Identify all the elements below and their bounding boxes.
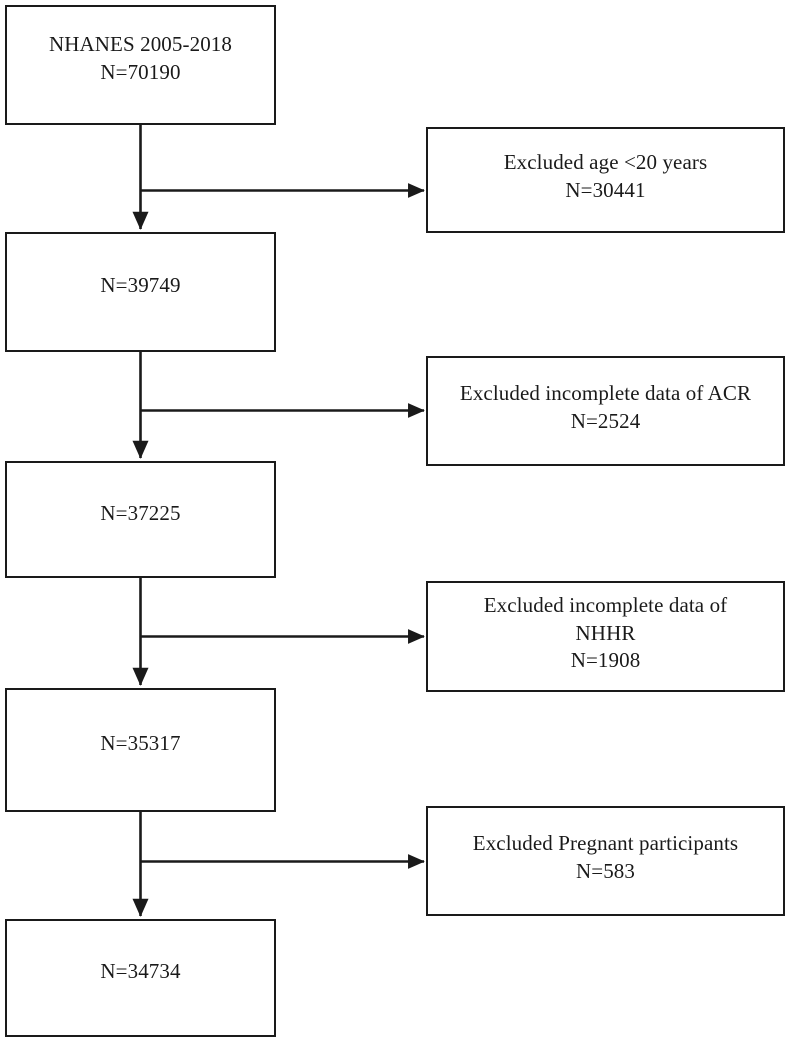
- excl-acr-line-1: Excluded incomplete data of ACR: [459, 381, 752, 406]
- connector-stage-3: [132, 578, 425, 686]
- node-after-nhhr-line-1: N=35317: [100, 731, 181, 756]
- excl-age-text: Excluded age <20 years N=30441: [504, 149, 708, 204]
- excl-pregnant-line-2: N=583: [575, 859, 635, 883]
- excl-age: Excluded age <20 years N=30441: [426, 127, 785, 233]
- node-after-acr: N=37225: [5, 461, 276, 578]
- node-after-age: N=39749: [5, 232, 276, 352]
- node-enrolled-line-2: N=70190: [100, 60, 181, 84]
- excl-age-line-1: Excluded age <20 years: [503, 150, 708, 175]
- node-final: N=34734: [5, 919, 276, 1037]
- connector-stage-1: [132, 125, 425, 230]
- excl-nhhr-text: Excluded incomplete data of NHHR N=1908: [484, 592, 728, 675]
- excl-nhhr-line-1: Excluded incomplete data of: [483, 592, 728, 617]
- node-after-nhhr: N=35317: [5, 688, 276, 812]
- excl-acr: Excluded incomplete data of ACR N=2524: [426, 356, 785, 466]
- excl-pregnant-text: Excluded Pregnant participants N=583: [473, 830, 738, 885]
- node-final-line-1: N=34734: [100, 959, 181, 984]
- excl-acr-text: Excluded incomplete data of ACR N=2524: [460, 380, 751, 435]
- connector-stage-2: [132, 352, 425, 459]
- excl-nhhr: Excluded incomplete data of NHHR N=1908: [426, 581, 785, 692]
- node-after-age-text: N=39749: [100, 272, 180, 300]
- node-enrolled-text: NHANES 2005-2018 N=70190: [49, 31, 232, 86]
- excl-age-line-2: N=30441: [565, 178, 646, 202]
- excl-pregnant: Excluded Pregnant participants N=583: [426, 806, 785, 916]
- excl-pregnant-line-1: Excluded Pregnant participants: [472, 831, 739, 856]
- excl-nhhr-line-3: N=1908: [570, 648, 641, 673]
- node-after-acr-line-1: N=37225: [100, 500, 181, 525]
- connector-stage-4: [132, 812, 425, 917]
- node-after-acr-text: N=37225: [100, 500, 180, 528]
- node-enrolled-line-1: NHANES 2005-2018: [48, 32, 232, 57]
- excl-acr-line-2: N=2524: [570, 409, 641, 433]
- node-after-age-line-1: N=39749: [100, 273, 181, 298]
- node-enrolled: NHANES 2005-2018 N=70190: [5, 5, 276, 125]
- node-after-nhhr-text: N=35317: [100, 730, 180, 758]
- node-final-text: N=34734: [100, 958, 180, 986]
- excl-nhhr-line-2: NHHR: [575, 620, 636, 645]
